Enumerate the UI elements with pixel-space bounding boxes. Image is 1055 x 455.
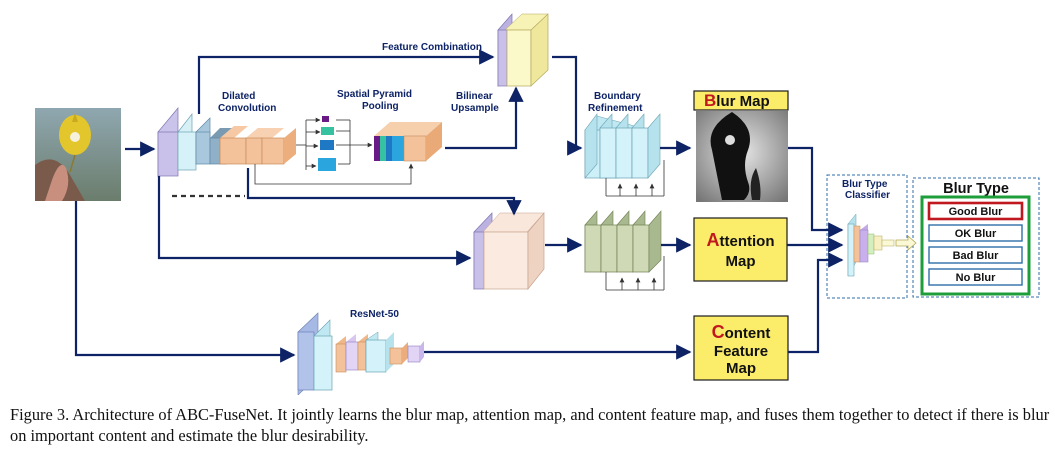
spatial-pyramid-pooling-block xyxy=(296,116,442,171)
attention-initial: A xyxy=(707,230,720,250)
blur-option-box xyxy=(927,201,1024,221)
flow-arrows xyxy=(74,49,844,363)
content-line2: Feature xyxy=(714,343,768,360)
blur-type-title: Blur Type xyxy=(943,181,1009,197)
blur-option-label: OK Blur xyxy=(955,228,997,240)
attention-map-line1: Attention xyxy=(707,230,775,250)
classifier-label-1: Blur Type xyxy=(842,179,888,190)
spp-label-2: Pooling xyxy=(362,101,399,112)
blur-map-initial: B xyxy=(704,91,716,110)
figure-caption: Figure 3. Architecture of ABC-FuseNet. I… xyxy=(10,405,1050,445)
attention-rest: ttention xyxy=(720,233,775,250)
blur-option-box xyxy=(928,224,1023,242)
encoder-block xyxy=(157,107,296,177)
blur-option-label: No Blur xyxy=(956,272,996,284)
boundary-refinement-label-1: Boundary xyxy=(594,91,641,102)
architecture-diagram: Dilated Convolution Spatial Pyramid Pool… xyxy=(35,13,1040,395)
boundary-refinement-label-2: Refinement xyxy=(588,103,643,114)
classifier-label-2: Classifier xyxy=(845,190,890,201)
content-initial: C xyxy=(712,322,725,342)
blur-option-label: Bad Blur xyxy=(953,250,1000,262)
attention-map-line2: Map xyxy=(726,253,756,270)
boundary-refinement-block xyxy=(584,113,665,197)
input-image xyxy=(35,108,121,201)
blur-option-box xyxy=(928,246,1023,264)
resnet-label: ResNet-50 xyxy=(350,309,399,320)
content-rest: ontent xyxy=(725,325,771,342)
content-line1: Content xyxy=(712,322,771,342)
bilinear-upsample-label-1: Bilinear xyxy=(456,91,493,102)
resnet-block xyxy=(297,312,424,395)
feature-combination-block xyxy=(497,13,549,87)
blur-map-rest: lur Map xyxy=(716,93,769,110)
blur-type-classifier xyxy=(826,174,908,299)
feature-combination-label: Feature Combination xyxy=(382,42,482,53)
spp-label-1: Spatial Pyramid xyxy=(337,89,412,100)
classifier-output-arrow xyxy=(895,235,917,251)
blur-map-title: Blur Map xyxy=(704,91,770,110)
dilated-convolution-label-2: Convolution xyxy=(218,103,276,114)
skip-connection-arrow xyxy=(254,163,414,185)
attention-fusion-block xyxy=(473,212,545,290)
content-feature-map-output: Content Feature Map xyxy=(693,315,789,381)
content-line3: Map xyxy=(726,360,756,377)
dilated-convolution-label-1: Dilated xyxy=(222,91,255,102)
blur-map-output: Blur Map xyxy=(693,90,789,202)
attention-map-output: Attention Map xyxy=(693,217,788,282)
attention-refinement-block xyxy=(584,210,665,291)
bilinear-upsample-label-2: Upsample xyxy=(451,103,499,114)
blur-option-label: Good Blur xyxy=(949,206,1003,218)
blur-option-box xyxy=(928,268,1023,286)
